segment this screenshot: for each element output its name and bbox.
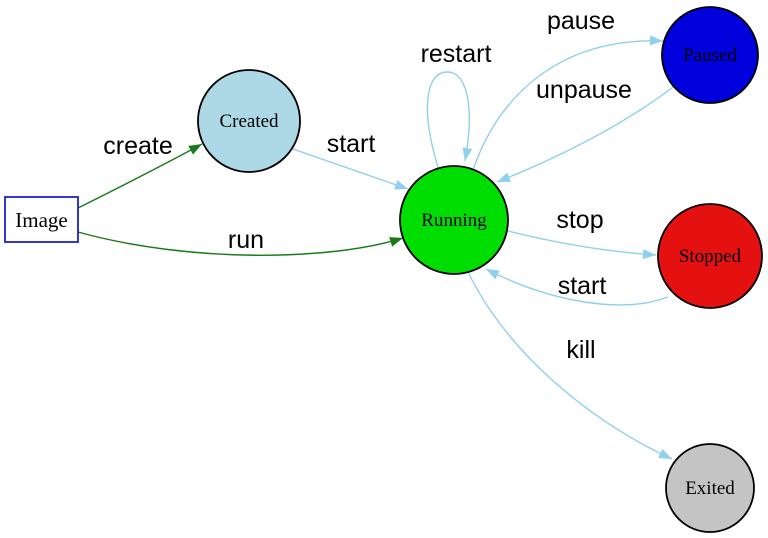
created-node-circle: [197, 69, 301, 173]
edge-label-pause: pause: [547, 7, 615, 35]
edge-start-created-running: [292, 148, 409, 190]
stopped-node-label: Stopped: [679, 246, 742, 267]
running-node-label: Running: [421, 210, 487, 231]
edge-label-stop: stop: [556, 206, 603, 234]
edge-label-kill: kill: [566, 336, 595, 364]
node-paused: Paused: [661, 6, 759, 104]
edge-run: [77, 231, 404, 256]
edges: [77, 35, 674, 460]
node-exited: Exited: [665, 443, 755, 533]
edge-kill: [467, 271, 673, 460]
edge-label-restart: restart: [421, 40, 492, 68]
image-node-label: Image: [15, 208, 67, 232]
exited-node-circle: [665, 443, 755, 533]
running-node-circle: [399, 165, 509, 275]
edge-stop: [507, 230, 657, 260]
node-stopped: Stopped: [657, 203, 763, 309]
edge-label-run: run: [228, 226, 264, 254]
node-running: Running: [399, 165, 509, 275]
edge-unpause: [496, 86, 674, 183]
edge-create: [77, 143, 203, 209]
edge-start-stopped-running: [485, 268, 669, 306]
edge-pause: [472, 35, 664, 171]
edge-label-unpause: unpause: [536, 76, 632, 104]
exited-node-label: Exited: [685, 478, 735, 499]
edge-labels: create run start restart pause unpause s…: [103, 7, 632, 364]
paused-node-label: Paused: [683, 45, 737, 66]
node-image: Image: [4, 196, 79, 243]
edge-label-start-top: start: [327, 130, 376, 158]
edge-label-start-bottom: start: [558, 272, 607, 300]
paused-node-circle: [661, 6, 759, 104]
edge-restart-loop: [426, 71, 473, 168]
edge-label-create: create: [103, 132, 172, 160]
image-node-box: [4, 196, 79, 243]
stopped-node-circle: [657, 203, 763, 309]
node-created: Created: [197, 69, 301, 173]
created-node-label: Created: [219, 111, 279, 132]
